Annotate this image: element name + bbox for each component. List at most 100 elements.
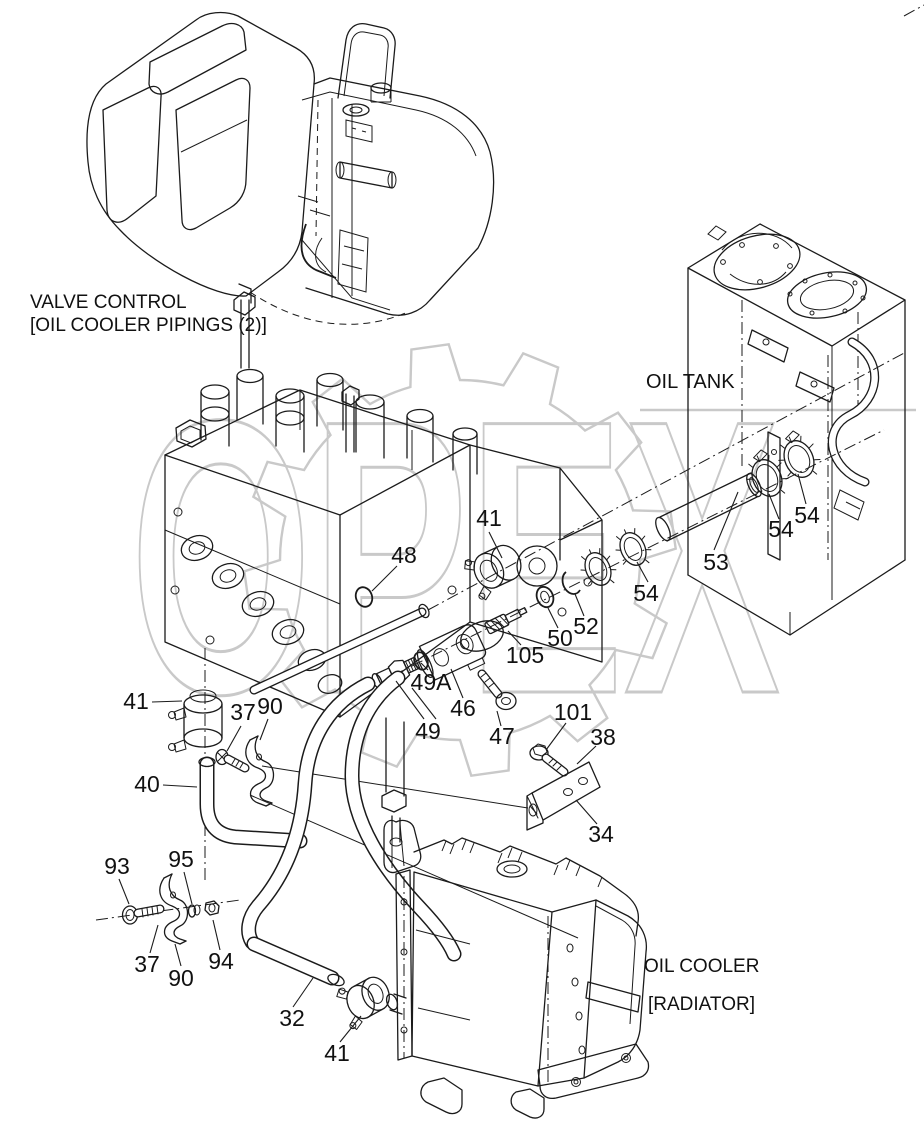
screw-37-upper xyxy=(215,748,250,773)
round-hatch-inner xyxy=(349,106,363,114)
callout-53: 53 xyxy=(703,549,729,575)
caption-valve-control-line1: VALVE CONTROL xyxy=(30,292,187,313)
rig-valve-stack xyxy=(345,119,373,143)
radiator-front-face xyxy=(411,871,553,1087)
radiator-foot-left xyxy=(420,1077,463,1115)
rig-cylinder-end xyxy=(335,161,345,179)
washer-95-b xyxy=(193,904,201,916)
callout-94: 94 xyxy=(208,948,234,974)
radiator-inlet-stub xyxy=(385,993,407,1015)
cooler-hoses xyxy=(241,670,462,1030)
leader-38 xyxy=(576,745,597,765)
callout-leaders xyxy=(118,473,807,1043)
leader-101 xyxy=(545,722,567,751)
leader-32 xyxy=(292,977,314,1008)
valve-ports xyxy=(170,507,343,694)
radiator-right-duct xyxy=(583,899,648,1079)
radiator-drawing xyxy=(383,819,650,1119)
piping-parts xyxy=(249,430,821,711)
callout-labels: 41 48 53 54 54 54 52 50 105 49A 46 49 47… xyxy=(104,502,820,1066)
leader-37-upper xyxy=(226,725,242,752)
callout-41-radiator: 41 xyxy=(324,1040,350,1066)
caption-oil-cooler-line1: OIL COOLER xyxy=(644,956,759,977)
cab-front-window xyxy=(102,85,162,223)
callout-101: 101 xyxy=(554,699,592,725)
callout-46: 46 xyxy=(450,695,476,721)
socket-bolt-47 xyxy=(477,669,517,711)
callout-95: 95 xyxy=(168,846,194,872)
leader-49-b xyxy=(411,687,437,720)
callout-90-upper: 90 xyxy=(257,693,283,719)
valve-side-hole-3 xyxy=(447,585,457,595)
radiator-shroud-fins xyxy=(441,839,603,888)
clamp-41-radiator xyxy=(336,976,390,1030)
deck-outline xyxy=(305,77,495,316)
rig-bent-pipe xyxy=(300,223,337,279)
radiator-right-frame xyxy=(537,899,597,1087)
handrail xyxy=(337,22,396,99)
hose-40-end xyxy=(198,756,216,768)
leader-90-upper xyxy=(259,718,269,741)
valve-right-extension xyxy=(469,444,603,663)
snap-ring-52 xyxy=(561,571,581,595)
mount-plate-group xyxy=(526,743,601,831)
callout-54-tank-inner: 54 xyxy=(768,516,794,542)
excavator-overview-drawing xyxy=(86,11,495,325)
callout-54-mid: 54 xyxy=(633,580,659,606)
radiator-face-lines xyxy=(415,929,471,1021)
leader-50 xyxy=(547,607,559,629)
oil-tank-drawing xyxy=(687,223,906,636)
grommet-50-inner xyxy=(540,590,550,604)
callout-41-upper: 41 xyxy=(476,505,502,531)
corner-dash-fragment xyxy=(903,4,924,17)
leader-105 xyxy=(507,630,522,646)
radiator-right-duct-inner xyxy=(595,905,636,1025)
clamp-54-tank-1 xyxy=(746,449,789,497)
cab-side-window xyxy=(175,77,251,231)
radiator-foot-mid xyxy=(510,1088,545,1119)
radiator-right-frame-holes xyxy=(566,943,586,1055)
clamp-41-upper xyxy=(464,544,522,601)
cab-outline xyxy=(86,11,316,297)
left-hose-group xyxy=(168,689,308,849)
tank-bracket-2-bolt xyxy=(810,380,818,388)
rig-cylinder xyxy=(339,161,393,189)
hose-return-fill xyxy=(345,672,460,960)
cab-roof-skylight xyxy=(148,22,247,95)
tank-front-edge xyxy=(789,346,833,635)
radiator-top-left-cap-inner xyxy=(391,823,405,868)
callout-37-upper: 37 xyxy=(230,699,256,725)
callout-41-left: 41 xyxy=(123,688,149,714)
caption-valve-control: VALVE CONTROL [OIL COOLER PIPINGS (2)] xyxy=(30,292,267,336)
clamp-54-mid-1 xyxy=(580,547,617,586)
leader-46 xyxy=(450,668,464,699)
washer-95 xyxy=(187,904,197,918)
callout-34: 34 xyxy=(588,821,614,847)
leader-41-radiator xyxy=(339,1015,362,1043)
deck-top-edge xyxy=(301,91,477,157)
hose-49-fill xyxy=(242,678,374,948)
leader-49-a xyxy=(395,680,425,720)
leader-47 xyxy=(496,710,502,727)
tank-left-face xyxy=(687,267,906,576)
mount-plate-34 xyxy=(526,761,601,831)
pipe-upper-end xyxy=(418,603,430,619)
callout-49: 49 xyxy=(415,718,441,744)
rig-hose xyxy=(297,195,331,273)
callout-52: 52 xyxy=(573,613,599,639)
bracket-90-upper xyxy=(245,735,275,807)
callout-90-lower: 90 xyxy=(168,965,194,991)
leader-54-mid xyxy=(636,561,649,583)
tank-leg-hole xyxy=(771,449,777,455)
callout-50: 50 xyxy=(547,625,573,651)
deck-hidden-edge xyxy=(315,99,319,237)
leader-52 xyxy=(574,593,585,617)
caption-valve-control-line2: [OIL COOLER PIPINGS (2)] xyxy=(30,315,267,336)
leader-54-tank-outer xyxy=(797,473,807,505)
tank-bracket-1-bolt xyxy=(762,338,770,346)
spring-105 xyxy=(484,607,528,635)
pipe-upper-fill xyxy=(250,608,426,694)
round-hatch xyxy=(342,103,370,117)
